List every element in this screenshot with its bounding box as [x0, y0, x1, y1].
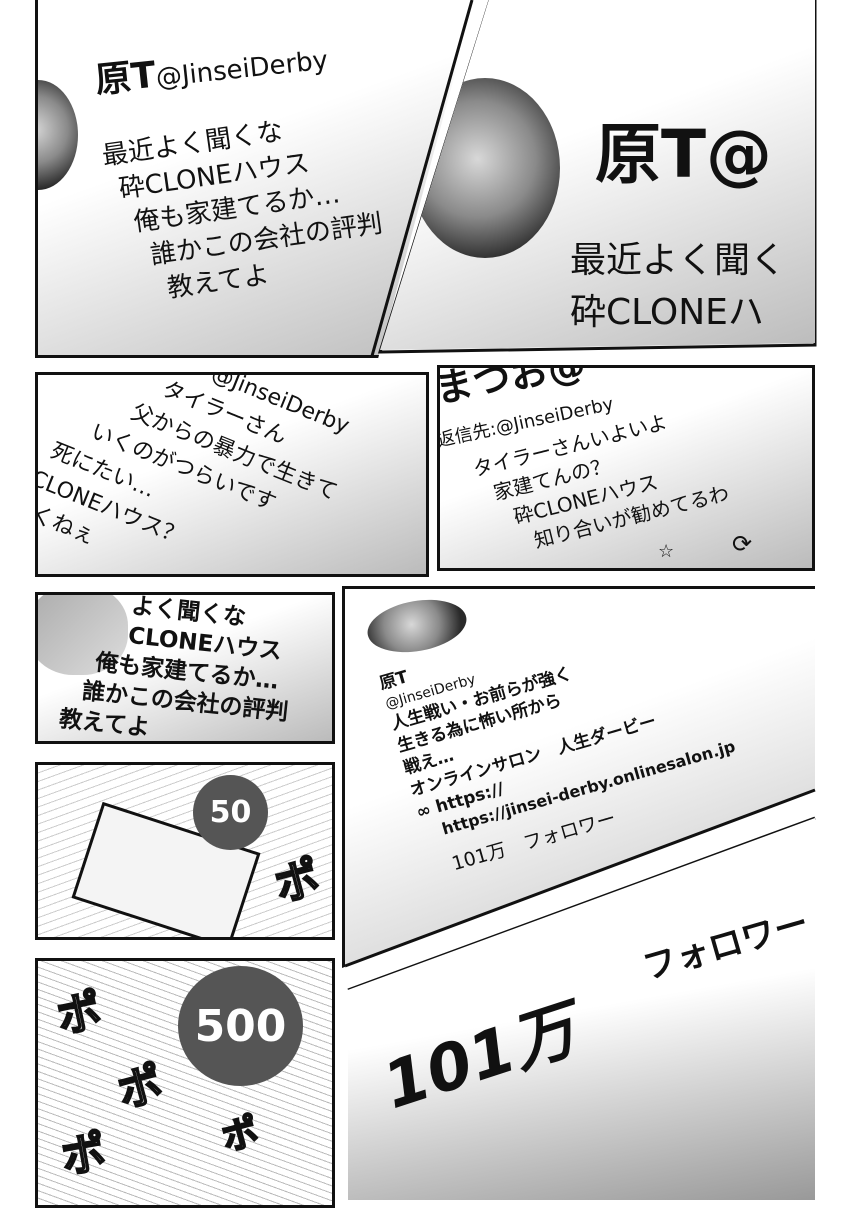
follower-label: フォロワー — [638, 903, 813, 989]
panel-tweet-matsuo: まつお@ 返信先:@JinseiDerby タイラーさんいよいよ 家建てんの？ … — [437, 365, 815, 571]
user-name: 原T — [595, 116, 707, 193]
star-icon[interactable]: ☆ — [658, 541, 675, 562]
user-handle: @ — [706, 116, 773, 193]
notification-badge: 50 — [193, 775, 268, 850]
sound-effect: ポ — [52, 984, 108, 1045]
sound-effect: ポ — [268, 851, 326, 914]
notification-badge: 500 — [178, 966, 303, 1086]
panel-tweet-tyler: @JinseiDerby タイラーさん 父からの暴力で生きて いくのがつらいです… — [35, 372, 429, 577]
tweet-text: 最近よく聞く 砕CLONEハ — [570, 240, 787, 334]
finger-image — [38, 595, 128, 675]
sound-effect: ポ — [217, 1110, 264, 1161]
sound-effect: ポ — [111, 1057, 169, 1120]
retweet-icon[interactable]: ⟳ — [732, 530, 753, 558]
panel-tweet-1: 原T@JinseiDerby 最近よく聞くな 砕CLONEハウス 俺も家建てるか… — [35, 0, 475, 358]
panel-notification-50: 50 ポ — [35, 762, 335, 940]
follower-count: 101万 — [374, 992, 586, 1125]
panel-tweet-scroll: よく聞くな CLONEハウス 俺も家建てるか… 誰かこの会社の評判 教えてよ — [35, 592, 335, 744]
panel-notification-500: 500 ポ ポ ポ ポ — [35, 958, 335, 1208]
sound-effect: ポ — [57, 1125, 111, 1185]
